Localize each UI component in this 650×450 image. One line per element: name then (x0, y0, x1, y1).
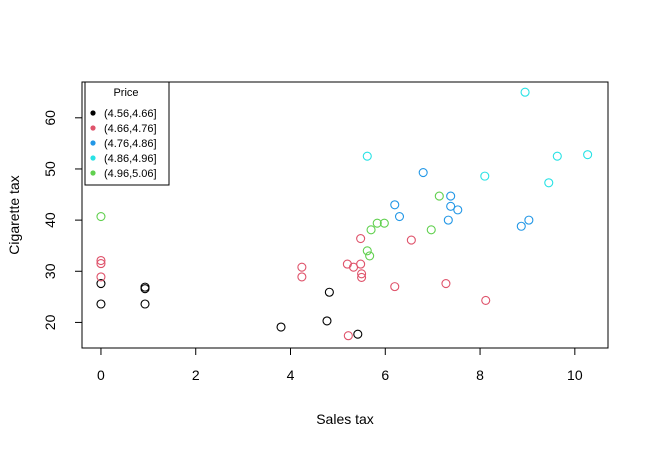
data-point (443, 215, 453, 225)
data-points (96, 87, 593, 341)
legend-label: (4.86,4.96] (104, 153, 157, 165)
legend-label: (4.76,4.86] (104, 138, 157, 150)
x-tick-label: 8 (476, 367, 484, 383)
data-point (356, 233, 366, 244)
data-point (96, 259, 106, 269)
data-point (583, 150, 593, 160)
data-point (357, 272, 367, 282)
legend-marker (90, 170, 96, 176)
data-point (322, 316, 332, 326)
x-tick-label: 0 (97, 367, 105, 383)
x-tick-label: 10 (567, 367, 583, 383)
data-point (379, 218, 389, 228)
x-axis-label: Sales tax (316, 411, 374, 427)
legend-label: (4.96,5.06] (104, 168, 157, 180)
y-axis: 20 30 40 50 60 (42, 110, 83, 330)
data-point (552, 151, 562, 161)
data-point (357, 269, 367, 279)
data-point (365, 251, 375, 261)
data-point (520, 87, 530, 97)
x-tick-label: 6 (381, 367, 389, 383)
legend-box (84, 81, 170, 186)
legend-marker (90, 155, 96, 161)
data-point (406, 235, 416, 245)
x-tick-label: 4 (287, 367, 295, 383)
data-point (297, 262, 307, 272)
data-point (524, 215, 534, 225)
data-point (481, 295, 491, 305)
y-tick-label: 20 (42, 314, 58, 330)
data-point (140, 284, 150, 294)
data-point (394, 211, 405, 222)
data-point (96, 299, 106, 309)
y-tick-label: 40 (42, 212, 58, 228)
y-tick-label: 50 (42, 161, 58, 177)
data-point (434, 191, 444, 201)
y-tick-label: 30 (42, 263, 58, 279)
data-point (544, 178, 554, 188)
legend-label: (4.56,4.66] (104, 108, 157, 120)
data-point (426, 225, 436, 235)
data-point (516, 221, 526, 231)
legend-title: Price (113, 87, 138, 99)
data-point (353, 329, 363, 339)
data-point (446, 201, 456, 211)
data-point (390, 282, 400, 292)
legend-items: (4.56,4.66] (4.66,4.76] (4.76,4.86] (4.86,4… (90, 108, 157, 180)
data-point (96, 255, 106, 266)
data-point (441, 278, 451, 289)
data-point (96, 272, 106, 282)
legend-marker (90, 125, 96, 131)
data-point (446, 191, 456, 201)
data-point (96, 211, 106, 222)
legend-marker (90, 140, 96, 146)
data-point (418, 167, 428, 178)
legend: Price (4.56,4.66](4.66,4.76](4.76,4.86](… (84, 81, 170, 186)
legend-marker (90, 110, 96, 116)
y-tick-label: 60 (42, 110, 58, 126)
data-point (362, 246, 372, 256)
data-point (342, 259, 352, 269)
data-point (372, 218, 382, 228)
data-point (96, 278, 106, 289)
legend-label: (4.66,4.76] (104, 123, 157, 135)
data-point (366, 225, 376, 235)
x-tick-label: 2 (192, 367, 200, 383)
data-point (356, 259, 366, 269)
data-point (453, 205, 463, 215)
data-point (297, 272, 307, 282)
data-point (324, 287, 334, 297)
data-point (390, 200, 400, 210)
data-point (276, 322, 286, 332)
data-point (362, 151, 372, 161)
data-point (343, 331, 353, 341)
x-axis: 0 2 4 6 8 10 (97, 347, 583, 383)
y-axis-label: Cigarette tax (6, 175, 22, 254)
data-point (140, 299, 150, 309)
data-point (480, 171, 490, 181)
